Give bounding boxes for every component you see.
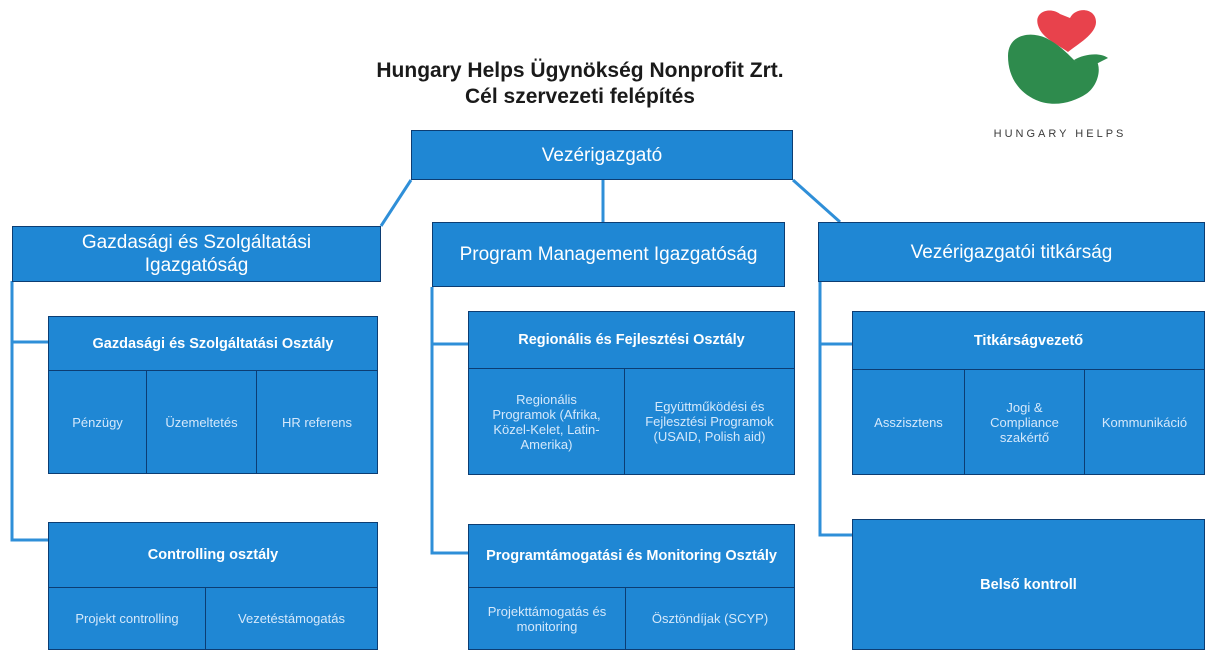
department-internal-control-box: Belső kontroll xyxy=(852,519,1205,650)
unit-label: Regionális Programok (Afrika, Közel-Kele… xyxy=(492,391,601,452)
ceo-label: Vezérigazgató xyxy=(541,144,663,166)
title-line-1: Hungary Helps Ügynökség Nonprofit Zrt. xyxy=(376,59,784,82)
unit-label: Kommunikáció xyxy=(1101,414,1188,430)
unit-label: HR referens xyxy=(281,414,353,430)
directorate-label: Gazdasági és Szolgáltatási Igazgatóság xyxy=(81,232,312,276)
directorate-label: Vezérigazgatói titkárság xyxy=(910,241,1113,263)
department-label: Regionális és Fejlesztési Osztály xyxy=(518,332,745,348)
department-label: Titkárságvezető xyxy=(973,332,1084,349)
unit-label: Ösztöndíjak (SCYP) xyxy=(651,611,769,626)
heart-hand-logo-icon xyxy=(1008,10,1108,104)
directorate-secretariat-box: Vezérigazgatói titkárság xyxy=(818,222,1205,282)
unit-cell: Asszisztens xyxy=(852,369,965,475)
directorate-economic-box: Gazdasági és Szolgáltatási Igazgatóság xyxy=(12,226,381,282)
unit-label: Projekttámogatás és monitoring xyxy=(487,603,607,634)
department-label: Belső kontroll xyxy=(980,576,1077,593)
department-label: Controlling osztály xyxy=(147,547,279,563)
department-label: Gazdasági és Szolgáltatási Osztály xyxy=(92,335,334,352)
department-program-support-box: Programtámogatási és Monitoring Osztály xyxy=(468,524,795,588)
unit-cell: Regionális Programok (Afrika, Közel-Kele… xyxy=(468,368,625,475)
unit-label: Projekt controlling xyxy=(75,611,179,626)
unit-cell: Kommunikáció xyxy=(1084,369,1205,475)
unit-label: Pénzügy xyxy=(72,414,123,430)
department-label: Programtámogatási és Monitoring Osztály xyxy=(486,548,777,564)
unit-cell: Pénzügy xyxy=(48,370,147,474)
department-regional-box: Regionális és Fejlesztési Osztály xyxy=(468,311,795,369)
unit-cell: Projekt controlling xyxy=(48,587,206,650)
hungary-helps-logo: HUNGARY HELPS xyxy=(960,8,1160,158)
directorate-program-box: Program Management Igazgatóság xyxy=(432,222,785,287)
department-controlling-box: Controlling osztály xyxy=(48,522,378,588)
logo-text: HUNGARY HELPS xyxy=(993,128,1127,140)
directorate-label: Program Management Igazgatóság xyxy=(459,244,758,265)
unit-cell: Ösztöndíjak (SCYP) xyxy=(625,587,795,650)
department-secretariat-head-box: Titkárságvezető xyxy=(852,311,1205,370)
unit-label: Vezetéstámogatás xyxy=(238,611,345,626)
unit-cell: Jogi & Compliance szakértő xyxy=(964,369,1085,475)
ceo-box: Vezérigazgató xyxy=(411,130,793,180)
unit-cell: Vezetéstámogatás xyxy=(205,587,378,650)
unit-label: Jogi & Compliance szakértő xyxy=(990,399,1059,445)
unit-cell: HR referens xyxy=(256,370,378,474)
unit-cell: Üzemeltetés xyxy=(146,370,257,474)
page-title: Hungary Helps Ügynökség Nonprofit Zrt. C… xyxy=(300,58,860,110)
unit-label: Asszisztens xyxy=(874,414,943,430)
unit-cell: Együttműködési és Fejlesztési Programok … xyxy=(624,368,795,475)
unit-label: Együttműködési és Fejlesztési Programok … xyxy=(645,399,774,444)
title-line-2: Cél szervezeti felépítés xyxy=(465,85,695,108)
unit-cell: Projekttámogatás és monitoring xyxy=(468,587,626,650)
unit-label: Üzemeltetés xyxy=(165,414,238,430)
department-economic-box: Gazdasági és Szolgáltatási Osztály xyxy=(48,316,378,371)
